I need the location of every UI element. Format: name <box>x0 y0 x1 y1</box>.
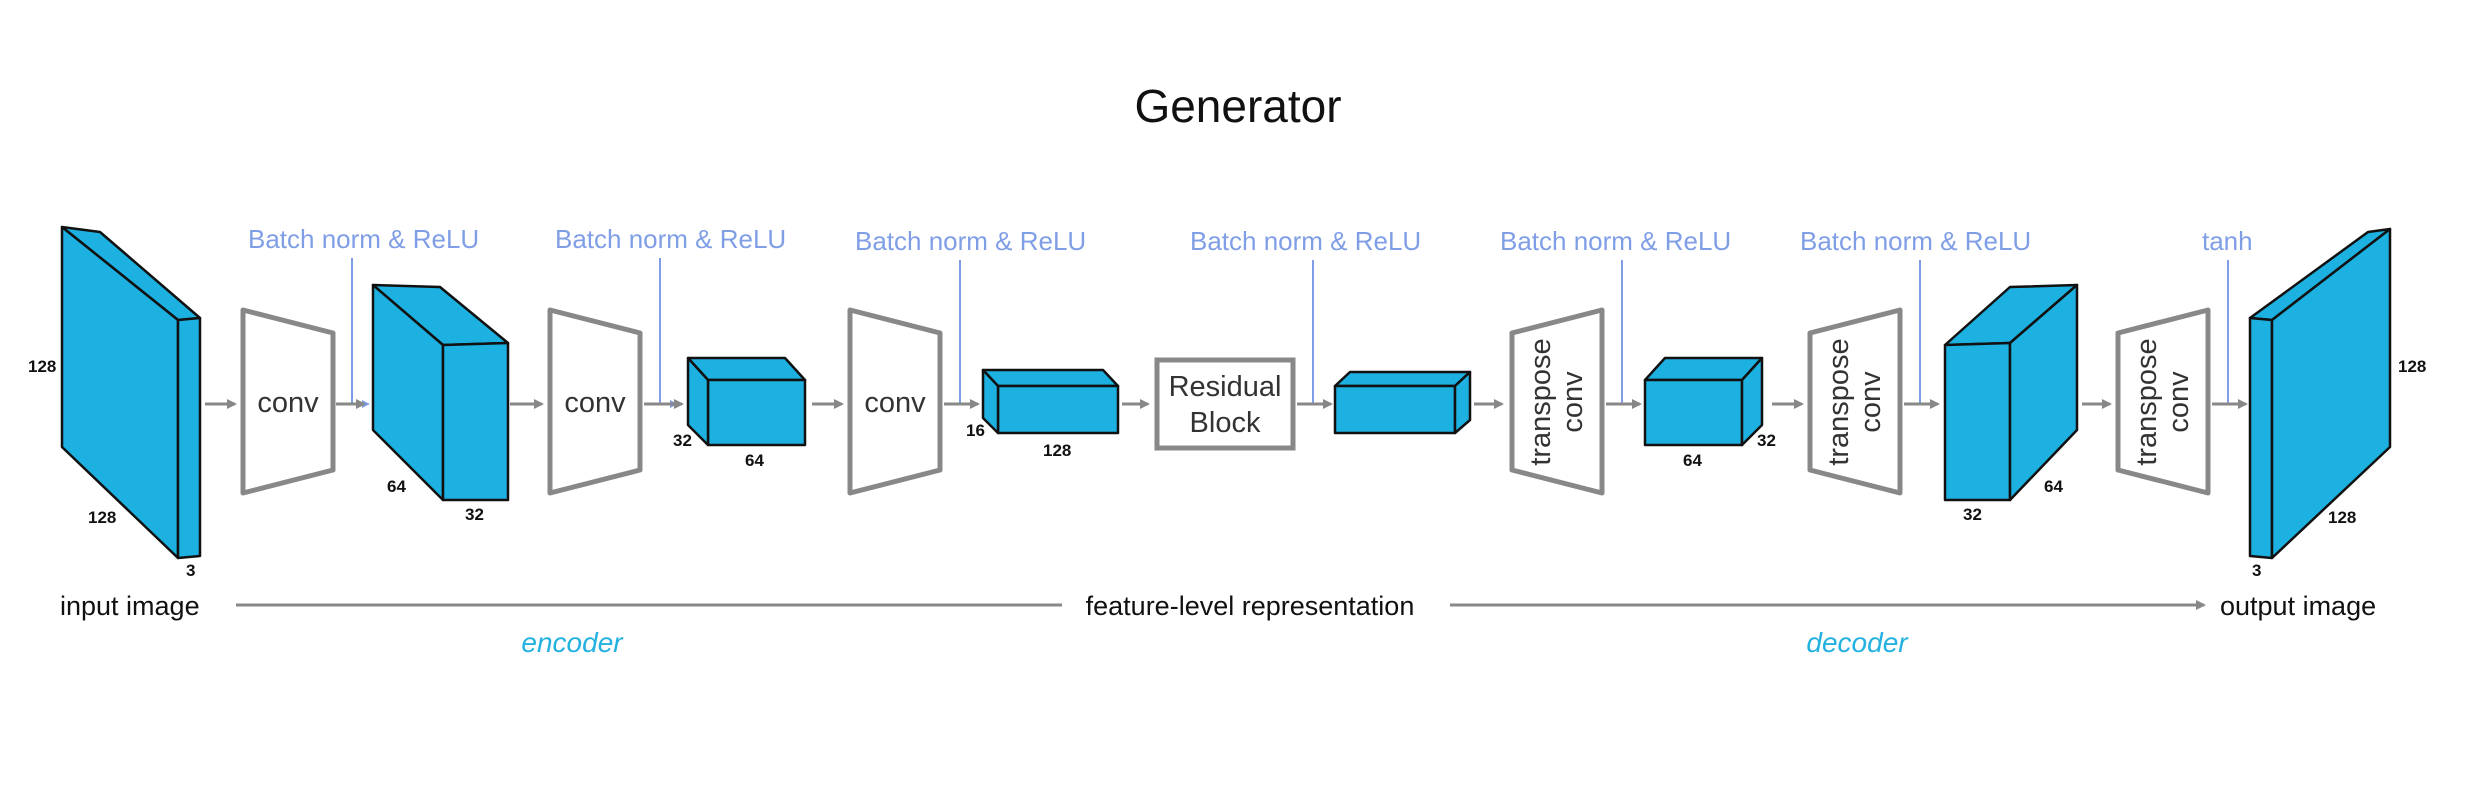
bn-relu-line-2 <box>659 258 678 408</box>
enc3-dim-width: 128 <box>1043 441 1071 460</box>
enc1-dim-channels: 32 <box>465 505 484 524</box>
residual-label-line1: Residual <box>1169 371 1282 403</box>
feature-level-label: feature-level representation <box>1086 591 1415 621</box>
bn-relu-line-4 <box>1312 260 1331 408</box>
dec1-dim-width: 64 <box>1683 451 1702 470</box>
enc1-dim-height: 64 <box>387 477 406 496</box>
tanh-line <box>2227 260 2246 408</box>
bn-relu-label-1: Batch norm & ReLU <box>248 224 479 254</box>
encoder-label: encoder <box>521 627 624 658</box>
output-dim-channels: 3 <box>2252 561 2261 580</box>
bn-relu-label-4: Batch norm & ReLU <box>1190 226 1421 256</box>
transpose-conv-label-3a: transpose <box>2131 338 2163 465</box>
encoder-tensor-1 <box>371 283 510 502</box>
diagram-title: Generator <box>1134 80 1341 132</box>
encoder-tensor-3 <box>981 368 1120 435</box>
input-dim-width: 128 <box>88 508 116 527</box>
conv-block-2 <box>547 307 643 496</box>
decoder-tensor-2 <box>1943 283 2079 502</box>
output-tensor <box>2248 227 2392 560</box>
decoder-tensor-1 <box>1643 356 1764 447</box>
input-dim-channels: 3 <box>186 561 195 580</box>
enc3-dim-height: 16 <box>966 421 985 440</box>
conv-label-3: conv <box>864 387 926 419</box>
dec1-dim-height: 32 <box>1757 431 1776 450</box>
transpose-conv-block-1 <box>1509 307 1605 496</box>
conv-label-1: conv <box>257 387 319 419</box>
decoder-label: decoder <box>1806 627 1909 658</box>
residual-output-tensor <box>1333 370 1472 435</box>
bn-relu-label-6: Batch norm & ReLU <box>1800 226 2031 256</box>
residual-block <box>1154 357 1296 451</box>
conv-block-3 <box>847 307 943 496</box>
bn-relu-line-5 <box>1621 260 1640 408</box>
transpose-conv-block-3 <box>2115 307 2211 496</box>
bn-relu-line-3 <box>959 260 978 408</box>
conv-block-1 <box>240 307 336 496</box>
transpose-conv-block-2 <box>1807 307 1903 496</box>
encoder-tensor-2 <box>686 356 807 447</box>
dec2-dim-width: 32 <box>1963 505 1982 524</box>
residual-label-line2: Block <box>1190 407 1261 439</box>
bn-relu-label-2: Batch norm & ReLU <box>555 224 786 254</box>
transpose-conv-label-2a: transpose <box>1823 338 1855 465</box>
input-dim-height: 128 <box>28 357 56 376</box>
bn-relu-label-3: Batch norm & ReLU <box>855 226 1086 256</box>
enc2-dim-width: 64 <box>745 451 764 470</box>
transpose-conv-label-3b: conv <box>2163 371 2195 433</box>
conv-label-2: conv <box>564 387 626 419</box>
output-dim-width: 128 <box>2328 508 2356 527</box>
input-tensor <box>60 225 202 560</box>
output-dim-height: 128 <box>2398 357 2426 376</box>
input-image-label: input image <box>60 591 200 621</box>
bn-relu-line-6 <box>1919 260 1938 408</box>
enc2-dim-height: 32 <box>673 431 692 450</box>
bn-relu-line-1 <box>351 258 370 408</box>
bn-relu-label-5: Batch norm & ReLU <box>1500 226 1731 256</box>
tanh-label: tanh <box>2202 226 2253 256</box>
transpose-conv-label-1a: transpose <box>1525 338 1557 465</box>
output-image-label: output image <box>2220 591 2376 621</box>
dec2-dim-height: 64 <box>2044 477 2063 496</box>
transpose-conv-label-2b: conv <box>1855 371 1887 433</box>
transpose-conv-label-1b: conv <box>1557 371 1589 433</box>
